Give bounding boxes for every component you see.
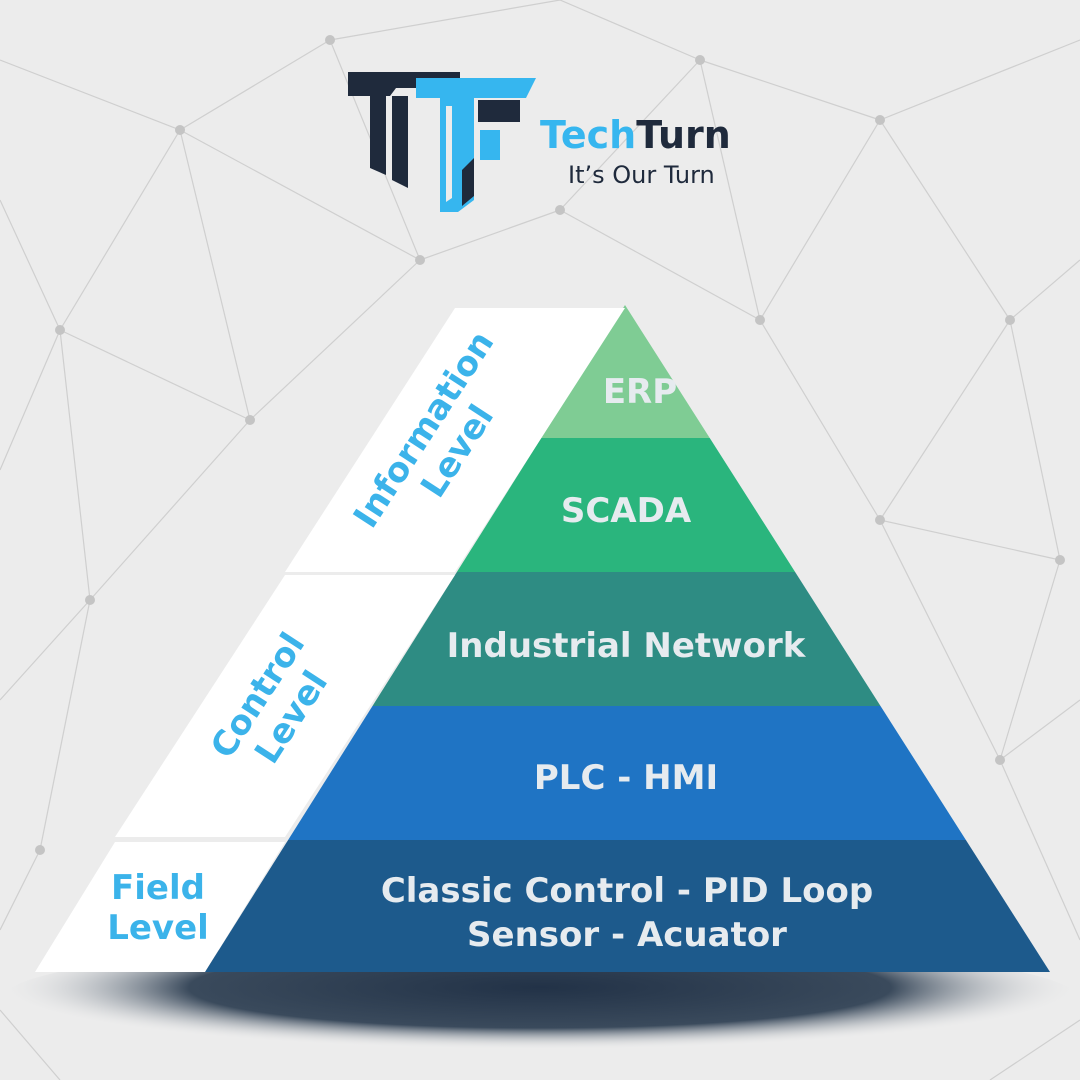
level-field-label: Field [111, 868, 205, 908]
tier-erp: ERP [541, 305, 710, 438]
tier-plc-hmi-block [288, 706, 966, 840]
level-field-panel [35, 842, 285, 972]
level-control-panel [115, 575, 455, 837]
brand-name-turn: Turn [636, 113, 731, 157]
brand-name-tech: Tech [540, 113, 636, 157]
tier-scada: SCADA [456, 438, 796, 572]
level-field-label: Level [107, 908, 209, 948]
tier-classic-control-block [205, 840, 1050, 972]
tier-scada-label: SCADA [561, 491, 692, 531]
tier-erp-block [541, 305, 710, 438]
tier-industrial-network-label: Industrial Network [447, 626, 807, 666]
tier-classic-control-label: Classic Control - PID Loop [381, 871, 873, 911]
brand-name: TechTurn [540, 113, 731, 157]
tier-erp-label: ERP [603, 372, 677, 412]
techturn-logo-mark [348, 72, 536, 212]
brand-tagline: It’s Our Turn [568, 161, 715, 189]
tier-industrial-network: Industrial Network [372, 572, 881, 706]
tier-scada-block [456, 438, 796, 572]
tier-plc-hmi: PLC - HMI [288, 706, 966, 840]
tier-industrial-network-block [372, 572, 881, 706]
tier-plc-hmi-label: PLC - HMI [534, 758, 718, 798]
level-information-panel [285, 308, 625, 572]
tier-classic-control-label: Sensor - Acuator [467, 915, 787, 955]
